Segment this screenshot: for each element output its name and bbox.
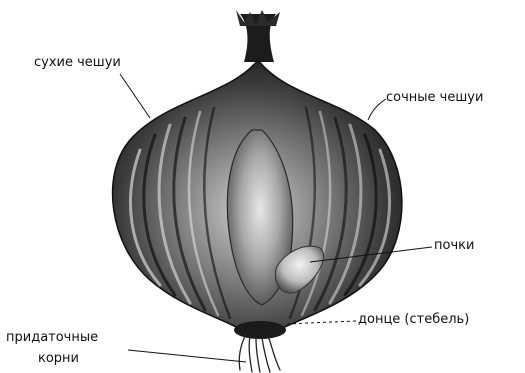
leader-roots <box>128 350 246 362</box>
label-base: донце (стебель) <box>358 313 469 326</box>
label-buds: почки <box>434 239 474 252</box>
leader-juicy-scales <box>368 99 386 120</box>
label-dry-scales: сухие чешуи <box>34 56 121 69</box>
label-roots-line2: корни <box>38 352 79 365</box>
stem-base <box>234 321 286 339</box>
label-juicy-scales: сочные чешуи <box>386 91 483 104</box>
label-roots-line1: придаточные <box>6 331 98 344</box>
leader-dry-scales <box>120 74 150 118</box>
roots <box>239 334 280 372</box>
